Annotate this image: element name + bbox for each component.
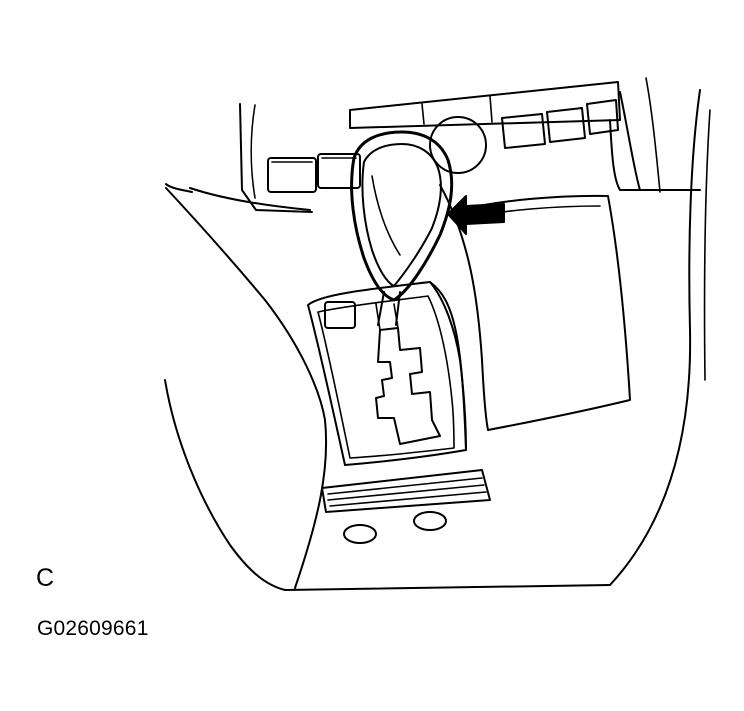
dashboard-panel	[165, 77, 711, 586]
shift-gate-plate	[307, 281, 467, 466]
shift-lock-button	[324, 301, 356, 329]
round-dial	[429, 116, 487, 174]
figure-id: G02609661	[37, 617, 149, 640]
view-label: C	[36, 564, 55, 592]
arrow-pointing-left-icon	[447, 195, 505, 235]
storage-panel	[459, 194, 631, 431]
left-switch-row	[267, 153, 361, 193]
lower-knobs	[343, 511, 447, 544]
center-console-body	[164, 184, 611, 591]
shift-gate-slot	[375, 303, 441, 445]
shift-knob	[350, 130, 454, 302]
upper-switch-strip	[349, 81, 621, 129]
lower-vent-grille	[321, 469, 491, 513]
right-switch-row	[501, 99, 619, 149]
